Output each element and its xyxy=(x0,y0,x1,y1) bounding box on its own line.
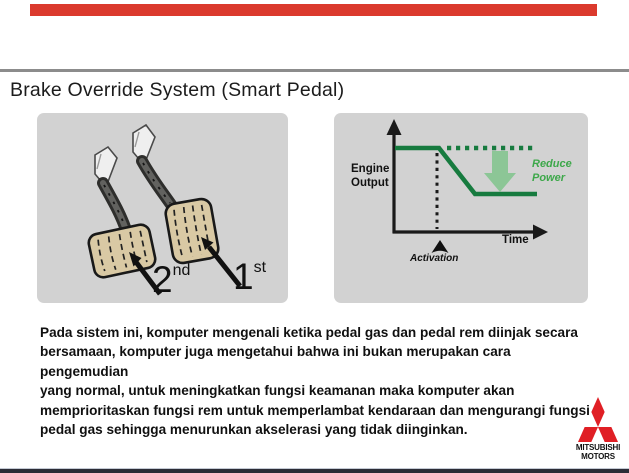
body-line: Pada sistem ini, komputer mengenali keti… xyxy=(40,325,578,340)
engine-output-chart-panel: Engine Output Reduce Power Time Activati… xyxy=(334,113,588,303)
first-pedal-label: 1st xyxy=(233,258,266,295)
body-line: yang normal, untuk meningkatkan fungsi k… xyxy=(40,383,515,399)
second-pedal-label: 2nd xyxy=(152,261,190,298)
body-line: memprioritaskan fungsi rem untuk memperl… xyxy=(40,402,590,418)
arrow-to-accelerator-pedal-icon xyxy=(201,237,242,288)
activation-marker-icon xyxy=(431,240,449,253)
brake-pedal xyxy=(87,145,157,279)
engine-output-chart xyxy=(386,119,548,253)
page-title: Brake Override System (Smart Pedal) xyxy=(10,79,345,101)
brand-name-line2: MOTORS xyxy=(581,452,615,461)
brand-wordmark: MITSUBISHI MOTORS xyxy=(566,443,629,461)
arrow-to-brake-pedal-icon xyxy=(129,252,162,296)
x-axis xyxy=(392,224,548,240)
body-line: bersamaan, komputer juga mengetahui bahw… xyxy=(40,344,511,379)
three-diamond-icon xyxy=(578,397,618,442)
second-pedal-label-base: 2 xyxy=(152,259,173,300)
reduce-power-label: Reduce Power xyxy=(532,157,572,185)
body-paragraph: Pada sistem ini, komputer mengenali keti… xyxy=(40,323,600,439)
header-accent-bar xyxy=(30,4,597,16)
title-rule xyxy=(0,69,629,72)
pedals-illustration xyxy=(87,123,242,296)
first-pedal-label-sup: st xyxy=(253,259,267,276)
mitsubishi-logo: MITSUBISHI MOTORS xyxy=(566,396,629,472)
x-axis-label: Time xyxy=(502,234,529,246)
brand-name-line1: MITSUBISHI xyxy=(575,443,621,452)
footer-bar xyxy=(0,468,629,473)
reduce-power-label-line1: Reduce xyxy=(532,158,572,170)
second-pedal-label-sup: nd xyxy=(172,262,191,279)
first-pedal-label-base: 1 xyxy=(233,256,254,297)
y-axis-label-line2: Output xyxy=(351,176,389,189)
activation-label: Activation xyxy=(410,253,459,264)
reduce-power-label-line2: Power xyxy=(532,172,566,184)
output-with-override-line xyxy=(395,145,537,197)
y-axis-label: Engine Output xyxy=(351,163,389,190)
pedal-illustration-panel: 2nd 1st xyxy=(37,113,288,303)
reduce-power-arrow-icon xyxy=(484,151,516,192)
y-axis xyxy=(386,119,402,233)
body-line: pedal gas sehingga menurunkan akselerasi… xyxy=(40,422,468,438)
y-axis-label-line1: Engine xyxy=(351,163,390,175)
